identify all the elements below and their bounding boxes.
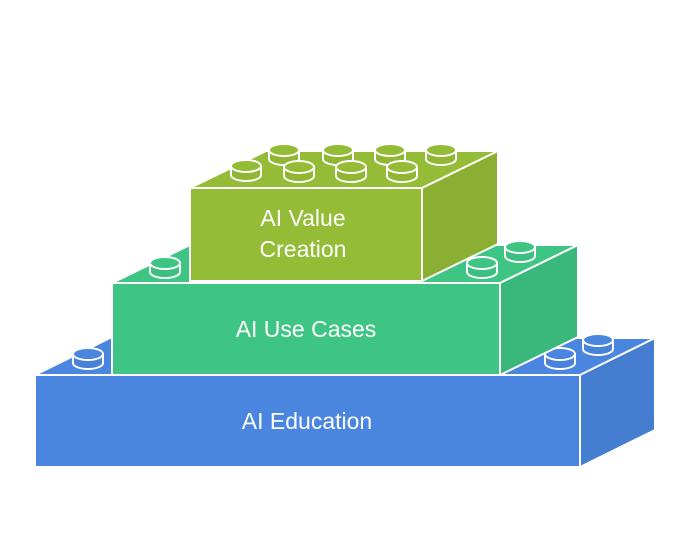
stud bbox=[544, 347, 576, 370]
studs bbox=[230, 143, 457, 183]
brick-label-line: AI Education bbox=[242, 408, 372, 434]
stud bbox=[283, 160, 315, 183]
stud bbox=[149, 256, 181, 279]
stud bbox=[582, 333, 614, 356]
stud bbox=[335, 160, 367, 183]
stud bbox=[504, 240, 536, 263]
stud bbox=[425, 143, 457, 166]
brick-label-line: AI Use Cases bbox=[236, 316, 377, 342]
brick-label: AI Use Cases bbox=[236, 316, 377, 342]
brick-label-line: Creation bbox=[260, 236, 347, 262]
stud bbox=[386, 160, 418, 183]
brick-label-line: AI Value bbox=[260, 205, 345, 231]
brick-front-face bbox=[111, 282, 501, 376]
stud bbox=[230, 159, 262, 182]
brick-front-face bbox=[189, 187, 423, 282]
brick-front-face bbox=[34, 374, 581, 468]
stud bbox=[466, 256, 498, 279]
stud bbox=[72, 347, 104, 370]
brick-label: AI Education bbox=[242, 408, 372, 434]
studs bbox=[72, 333, 614, 370]
studs bbox=[149, 240, 536, 279]
